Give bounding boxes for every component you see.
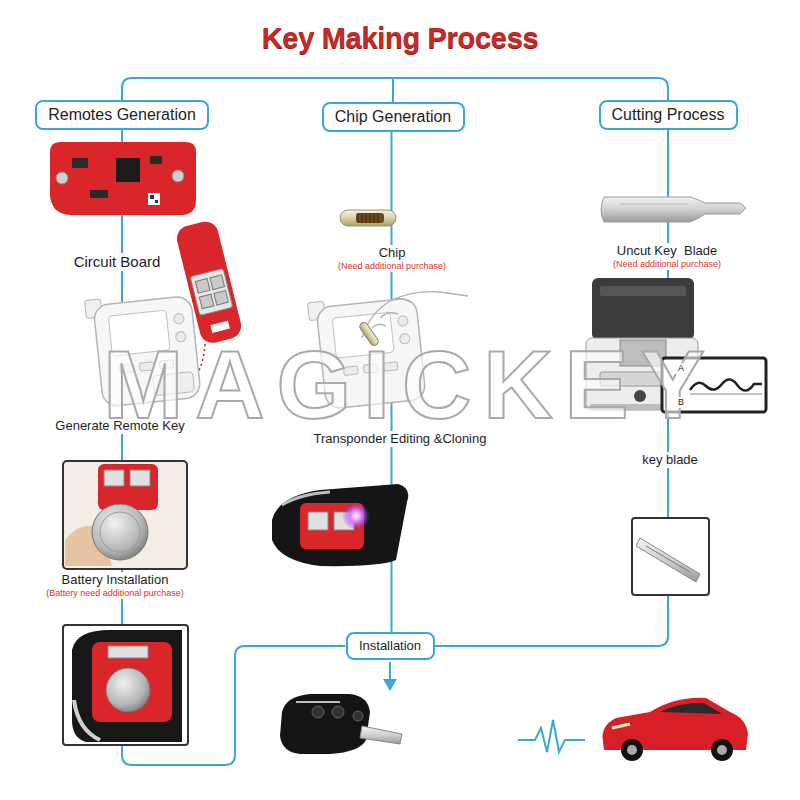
column-header: Chip Generation (322, 102, 465, 132)
key-blade-photo (632, 518, 709, 595)
uncut-key-blade (601, 197, 746, 222)
car (603, 698, 748, 761)
car (660, 703, 722, 714)
trace-label: B (675, 397, 687, 408)
car (717, 745, 727, 755)
part-label: Chip (376, 245, 409, 261)
battery-photo (130, 470, 150, 486)
battery-photo (104, 470, 124, 486)
battery-board (214, 290, 229, 305)
circuit-board (50, 142, 196, 215)
key-programmer (397, 315, 408, 326)
circuit-board (72, 158, 88, 168)
shell-photo (106, 668, 150, 712)
flip-key (280, 694, 370, 754)
shell-photo (63, 625, 188, 745)
key-shell (342, 502, 370, 530)
battery-photo (100, 512, 140, 552)
purchase-note: (Need additional purchase) (335, 261, 449, 272)
part-label: key blade (639, 452, 701, 468)
transponder-chip (356, 213, 384, 223)
flip-key (296, 701, 340, 703)
part-label: Uncut Key Blade (614, 243, 720, 259)
trace-label: A (675, 363, 687, 374)
shell-photo (92, 642, 172, 722)
battery-photo (98, 464, 158, 510)
flip-key (312, 706, 324, 718)
battery-photo (92, 504, 148, 560)
shell-photo (72, 630, 182, 742)
flow-arrow (383, 679, 397, 691)
circuit-board (90, 190, 108, 198)
hand-sketch (362, 292, 468, 338)
column-header: Remotes Generation (35, 100, 209, 130)
uncut-key-blade (601, 197, 746, 222)
circuit-board (155, 200, 158, 203)
shell-photo (63, 625, 188, 745)
circuit-board (150, 156, 162, 164)
watermark: MAGICKEY (103, 337, 716, 433)
flip-key (353, 711, 363, 721)
transponder-chip (340, 210, 396, 226)
flip-key (360, 726, 402, 744)
transponder-chip (340, 210, 396, 226)
battery-board (190, 268, 233, 315)
step-box: Installation (346, 632, 435, 660)
node-text: Cutting Process (612, 105, 725, 124)
car (627, 745, 637, 755)
circuit-board (116, 158, 140, 182)
key-shell (308, 512, 328, 530)
top-bracket (122, 78, 668, 102)
circuit-board (172, 170, 184, 182)
battery-photo (63, 461, 187, 569)
top-bracket (122, 78, 668, 102)
uncut-key-blade (620, 204, 688, 215)
shell-photo (108, 646, 148, 658)
battery-photo (63, 461, 187, 569)
flow-arrow (383, 662, 397, 691)
flip-key (280, 694, 402, 754)
key-cutting-machine (600, 286, 686, 296)
car (621, 739, 643, 761)
key-shell (272, 484, 408, 566)
key-programmer (173, 313, 184, 324)
signal-pulse (518, 720, 585, 752)
node-text: Remotes Generation (48, 105, 196, 124)
key-shell (272, 484, 408, 566)
car (711, 739, 733, 761)
battery-board (210, 321, 229, 333)
key-blade-photo (636, 538, 700, 582)
battery-board (199, 294, 214, 309)
transponder-chip (358, 213, 378, 223)
battery-board (195, 279, 210, 294)
flip-key (332, 706, 344, 718)
part-label: Circuit Board (71, 253, 164, 271)
node-text: Chip Generation (335, 107, 452, 126)
circuit-board (50, 142, 196, 215)
key-cutting-machine (592, 278, 694, 340)
step-label: Transponder Editing &Cloning (311, 431, 490, 447)
circuit-board (56, 172, 68, 184)
battery-board (210, 275, 225, 290)
node-text: Installation (359, 638, 421, 654)
purchase-note: (Battery need additional purchase) (43, 588, 187, 599)
purchase-note: (Need additional purchase) (610, 259, 724, 270)
step-label: Battery Installation (59, 572, 172, 588)
signal-pulse (518, 720, 585, 752)
diagram-title: Key Making Process (0, 22, 800, 55)
key-blade-photo (632, 518, 709, 595)
car (612, 724, 630, 728)
key-blade-photo (646, 546, 690, 572)
circuit-board (148, 193, 160, 205)
circuit-board (150, 195, 154, 199)
column-header: Cutting Process (599, 100, 738, 130)
